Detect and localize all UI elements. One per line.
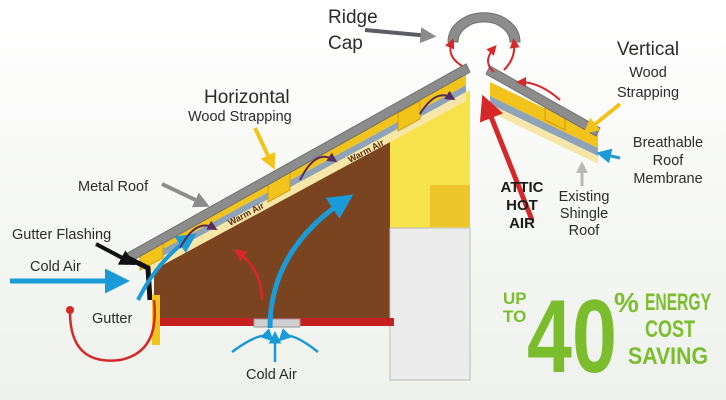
ridge-cap-label-2: Cap xyxy=(328,33,363,54)
gutter-airflow-dot xyxy=(66,306,74,314)
right-warm-flow xyxy=(516,77,561,101)
wood-strapping-label: Wood Strapping xyxy=(188,109,292,125)
vertical-label: Vertical xyxy=(616,39,680,60)
existing-shingle-layer xyxy=(150,92,466,272)
warm-air-rise xyxy=(234,248,264,301)
cold-air-left-label: Cold Air xyxy=(30,259,81,275)
cold-air-in-3 xyxy=(278,328,319,353)
promo-up: UP xyxy=(503,289,527,308)
ceiling-vent xyxy=(253,318,301,328)
right-strapping-layer xyxy=(490,82,598,148)
interior-yellow-block xyxy=(430,185,470,227)
promo-line1: ENERGY xyxy=(645,289,711,316)
ridge-exhaust-right xyxy=(503,38,520,71)
existing-label-3: Roof xyxy=(568,223,600,239)
ridge-cap xyxy=(447,12,521,43)
gutter-flashing-label: Gutter Flashing xyxy=(12,227,112,243)
ridge-exhaust-left xyxy=(445,38,463,67)
strapping-block-3 xyxy=(397,100,421,132)
gutter-label: Gutter xyxy=(92,311,133,327)
attic-wood-interior xyxy=(154,140,390,318)
attic-hot-air-label-2: HOT xyxy=(506,197,538,214)
attic-hot-air-label-1: ATTIC xyxy=(500,179,544,196)
promo-line2: COST xyxy=(645,316,695,343)
horizontal-strapping-pointer xyxy=(253,127,276,170)
cold-air-attic-flow xyxy=(267,194,354,329)
ridge-cap-label-1: Ridge xyxy=(328,7,378,28)
attic-hot-air-label-3: AIR xyxy=(509,215,535,232)
gutter-airflow-curve xyxy=(68,299,156,362)
promo-number: 40 xyxy=(527,279,617,395)
membrane-pointer xyxy=(596,148,621,164)
channel-flow-2 xyxy=(299,152,338,181)
breathable-label-2: Roof xyxy=(652,153,684,169)
right-metal-roof-sheet xyxy=(485,65,601,137)
right-membrane-layer xyxy=(490,96,598,156)
breathable-membrane-layer xyxy=(150,85,466,263)
horizontal-label: Horizontal xyxy=(204,87,290,108)
breathable-label-3: Membrane xyxy=(633,171,703,187)
breathable-label-1: Breathable xyxy=(632,135,704,151)
cold-air-in-1 xyxy=(231,328,274,354)
metal-roof-pointer xyxy=(161,182,210,208)
existing-label-2: Shingle xyxy=(559,206,609,222)
promo-line3: SAVING xyxy=(628,343,708,370)
right-shingle-layer xyxy=(490,104,598,164)
gutter-flashing-pointer xyxy=(95,242,136,265)
channel-flow-3 xyxy=(419,90,456,115)
existing-label-1: Existing xyxy=(558,189,610,205)
promo-percent: % xyxy=(614,287,639,318)
metal-roof-label: Metal Roof xyxy=(78,179,149,195)
vertical-wood-label: Wood xyxy=(629,65,667,81)
vertical-strapping-pointer xyxy=(583,102,622,135)
ridge-cap-pointer xyxy=(364,27,437,44)
ridge-exhaust-mid xyxy=(486,44,497,73)
channel-flow-1 xyxy=(179,220,218,249)
interior-grey-wall xyxy=(389,227,471,381)
cold-air-bottom-label: Cold Air xyxy=(246,367,297,383)
gutter-downpipe xyxy=(152,295,160,345)
promo-to: TO xyxy=(503,307,526,326)
attic-hot-air-arrow xyxy=(479,94,535,221)
vertical-strapping-label: Strapping xyxy=(616,85,680,101)
